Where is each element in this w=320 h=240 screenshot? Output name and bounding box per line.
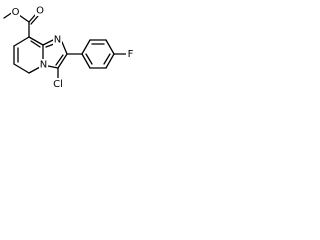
molecule-drawing: O O N N Cl F (3, 5, 135, 90)
bonds (3, 11, 127, 79)
bond-pyr-6 (13, 36, 30, 47)
atom-label-ether-oxygen: O (12, 7, 20, 18)
bond-pyr-3 (28, 66, 41, 74)
bond-carbonyl-o-1 (28, 13, 37, 23)
atom-labels: O O N N Cl F (11, 5, 135, 90)
bond-ether-o (18, 14, 30, 23)
bond-pyr-5 (28, 36, 44, 46)
structure-diagram: O O N N Cl F (0, 0, 154, 98)
atom-label-carbonyl-oxygen: O (36, 6, 44, 17)
bond-pyr-2 (13, 63, 30, 74)
bond-imid-2 (61, 41, 68, 55)
atom-label-chlorine: Cl (53, 79, 63, 90)
bond-imid-db-1 (55, 54, 64, 66)
bond-imid-1 (42, 39, 54, 46)
bond-pyr-db-2 (30, 40, 41, 48)
bond-carbonyl-o-2 (30, 15, 39, 25)
bond-ph-db-3 (85, 53, 93, 65)
bond-ph-3 (105, 39, 115, 55)
atom-label-nitrogen-top: N (54, 35, 61, 46)
atom-label-fluorine: F (128, 49, 134, 60)
bond-ph-4 (105, 53, 115, 69)
bond-ph-db-2 (103, 53, 111, 65)
bond-imid-db-2 (45, 43, 55, 48)
atom-label-nitrogen-bridge: N (40, 60, 47, 71)
bond-imid-4 (47, 65, 59, 69)
bond-imid-3 (57, 53, 68, 69)
bond-ph-6 (81, 53, 91, 69)
bond-ph-1 (81, 39, 91, 55)
